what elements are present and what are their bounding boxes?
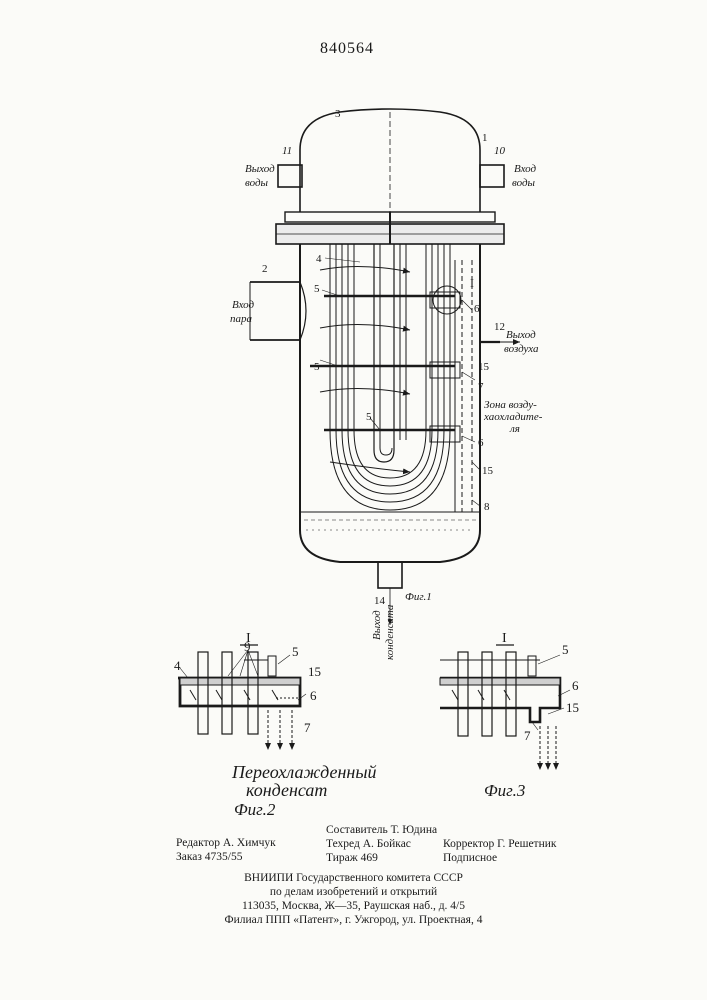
detail-mark: I bbox=[470, 276, 474, 290]
imprint-subscription: Подписное bbox=[443, 852, 497, 865]
water-inlet-nozzle bbox=[480, 165, 504, 187]
figure-1-labels: Выход воды Вход воды Вход пара Выход воз… bbox=[230, 108, 543, 660]
steam-inlet bbox=[250, 282, 300, 340]
fig2-num-15: 15 bbox=[308, 664, 321, 679]
figure-2-labels: I 4 9 5 15 6 7 Переохлажденный конденсат… bbox=[174, 631, 377, 819]
figure-2 bbox=[178, 645, 306, 750]
fig2-num-5: 5 bbox=[292, 644, 299, 659]
num-4: 4 bbox=[316, 253, 322, 265]
label-zone-2: хаохладите- bbox=[483, 411, 543, 423]
fig2-num-7: 7 bbox=[304, 720, 311, 735]
flow-arrows bbox=[320, 266, 520, 472]
imprint-corrector: Корректор Г. Решетник bbox=[443, 838, 556, 851]
num-10: 10 bbox=[494, 145, 506, 157]
num-5b: 5 bbox=[314, 361, 320, 373]
num-5c: 5 bbox=[366, 411, 372, 423]
num-8: 8 bbox=[484, 501, 490, 513]
fig1-caption: Фиг.1 bbox=[405, 591, 432, 603]
num-6b: 6 bbox=[478, 437, 484, 449]
fig2-caption: Фиг.2 bbox=[234, 800, 276, 819]
imprint-techred: Техред А. Бойкас bbox=[326, 838, 411, 851]
bottom-dome bbox=[300, 510, 480, 562]
fig2-num-6: 6 bbox=[310, 688, 317, 703]
num-14: 14 bbox=[374, 595, 386, 607]
fig3-num-15: 15 bbox=[566, 700, 579, 715]
num-3: 3 bbox=[335, 108, 341, 120]
figure-3 bbox=[440, 645, 570, 770]
label-water-in: Вход bbox=[514, 163, 537, 175]
num-6a: 6 bbox=[474, 303, 480, 315]
fig2-label-2: конденсат bbox=[246, 780, 327, 800]
label-zone: Зона возду- bbox=[484, 399, 537, 411]
fig2-num-4: 4 bbox=[174, 658, 181, 673]
imprint-org-2: по делам изобретений и открытий bbox=[0, 885, 707, 899]
label-water-out-2: воды bbox=[245, 177, 269, 189]
water-outlet-nozzle bbox=[278, 165, 302, 187]
label-condensate-out-2: конденсата bbox=[384, 604, 396, 660]
fig2-num-9: 9 bbox=[244, 639, 251, 654]
imprint-compiler: Составитель Т. Юдина bbox=[326, 824, 437, 837]
imprint-org-1: ВНИИПИ Государственного комитета СССР bbox=[0, 871, 707, 885]
num-11: 11 bbox=[282, 145, 292, 157]
num-5a: 5 bbox=[314, 283, 320, 295]
fig2-label: Переохлажденный bbox=[231, 762, 377, 782]
label-zone-3: ля bbox=[509, 423, 520, 435]
label-water-out: Выход bbox=[245, 163, 275, 175]
imprint-address: 113035, Москва, Ж—35, Раушская наб., д. … bbox=[0, 899, 707, 913]
label-water-in-2: воды bbox=[512, 177, 536, 189]
label-steam-in: Вход bbox=[232, 299, 255, 311]
num-7: 7 bbox=[478, 381, 484, 393]
label-condensate-out: Выход bbox=[371, 610, 383, 640]
imprint-circulation: Тираж 469 bbox=[326, 852, 378, 865]
fig3-caption: Фиг.3 bbox=[484, 781, 525, 800]
imprint-editor: Редактор А. Химчук bbox=[176, 837, 276, 850]
fig3-title: I bbox=[502, 631, 507, 646]
imprint-order: Заказ 4735/55 bbox=[176, 851, 243, 864]
num-12: 12 bbox=[494, 321, 505, 333]
label-steam-in-2: пара bbox=[230, 313, 253, 325]
fig3-num-5: 5 bbox=[562, 642, 569, 657]
fig3-num-6: 6 bbox=[572, 678, 579, 693]
num-2: 2 bbox=[262, 263, 268, 275]
condensate-nozzle bbox=[378, 562, 402, 588]
label-air-out-2: воздуха bbox=[504, 343, 539, 355]
imprint-branch: Филиал ППП «Патент», г. Ужгород, ул. Про… bbox=[0, 913, 707, 927]
num-15b: 15 bbox=[482, 465, 494, 477]
num-1: 1 bbox=[482, 132, 488, 144]
label-air-out: Выход bbox=[506, 329, 536, 341]
baffles bbox=[310, 296, 455, 430]
num-15a: 15 bbox=[478, 361, 490, 373]
fig3-num-7: 7 bbox=[524, 728, 531, 743]
